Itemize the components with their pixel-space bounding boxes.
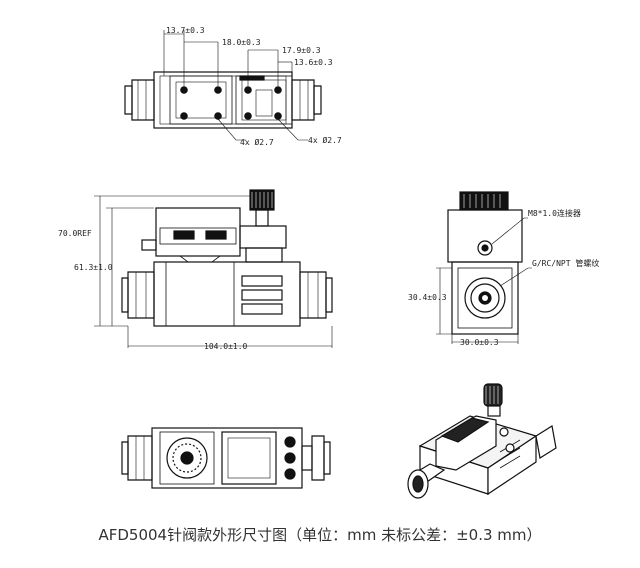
dim-13-6: 13.6±0.3 bbox=[294, 58, 333, 67]
bottom-view bbox=[121, 427, 331, 489]
dim-104-0: 104.0±1.0 bbox=[204, 342, 248, 351]
isometric-view bbox=[407, 383, 557, 499]
dim-61-3: 61.3±1.0 bbox=[74, 263, 113, 272]
hole-callout-right: 4x Ø2.7 bbox=[308, 135, 342, 145]
dim-30-4: 30.4±0.3 bbox=[408, 293, 447, 302]
dim-13-7: 13.7±0.3 bbox=[166, 26, 205, 35]
dimension-drawing: 13.7±0.3 18.0±0.3 17.9±0.3 13.6±0.3 4x Ø… bbox=[58, 26, 599, 499]
hole-callout-left: 4x Ø2.7 bbox=[240, 137, 274, 147]
side-view: M8*1.0连接器 G/RC/NPT 管螺纹 30.4±0.3 30.0±0.3 bbox=[408, 191, 599, 347]
front-view: 70.0REF 61.3±1.0 104.0±1.0 bbox=[58, 189, 333, 351]
top-view: 13.7±0.3 18.0±0.3 17.9±0.3 13.6±0.3 4x Ø… bbox=[124, 26, 342, 147]
figure-caption: AFD5004针阀款外形尺寸图（单位：mm 未标公差：±0.3 mm） bbox=[98, 526, 542, 544]
thread-callout: G/RC/NPT 管螺纹 bbox=[532, 258, 599, 268]
dim-70-ref: 70.0REF bbox=[58, 229, 92, 238]
dim-30-0: 30.0±0.3 bbox=[460, 338, 499, 347]
connector-callout: M8*1.0连接器 bbox=[528, 208, 581, 218]
dim-17-9: 17.9±0.3 bbox=[282, 46, 321, 55]
dim-18-0: 18.0±0.3 bbox=[222, 38, 261, 47]
